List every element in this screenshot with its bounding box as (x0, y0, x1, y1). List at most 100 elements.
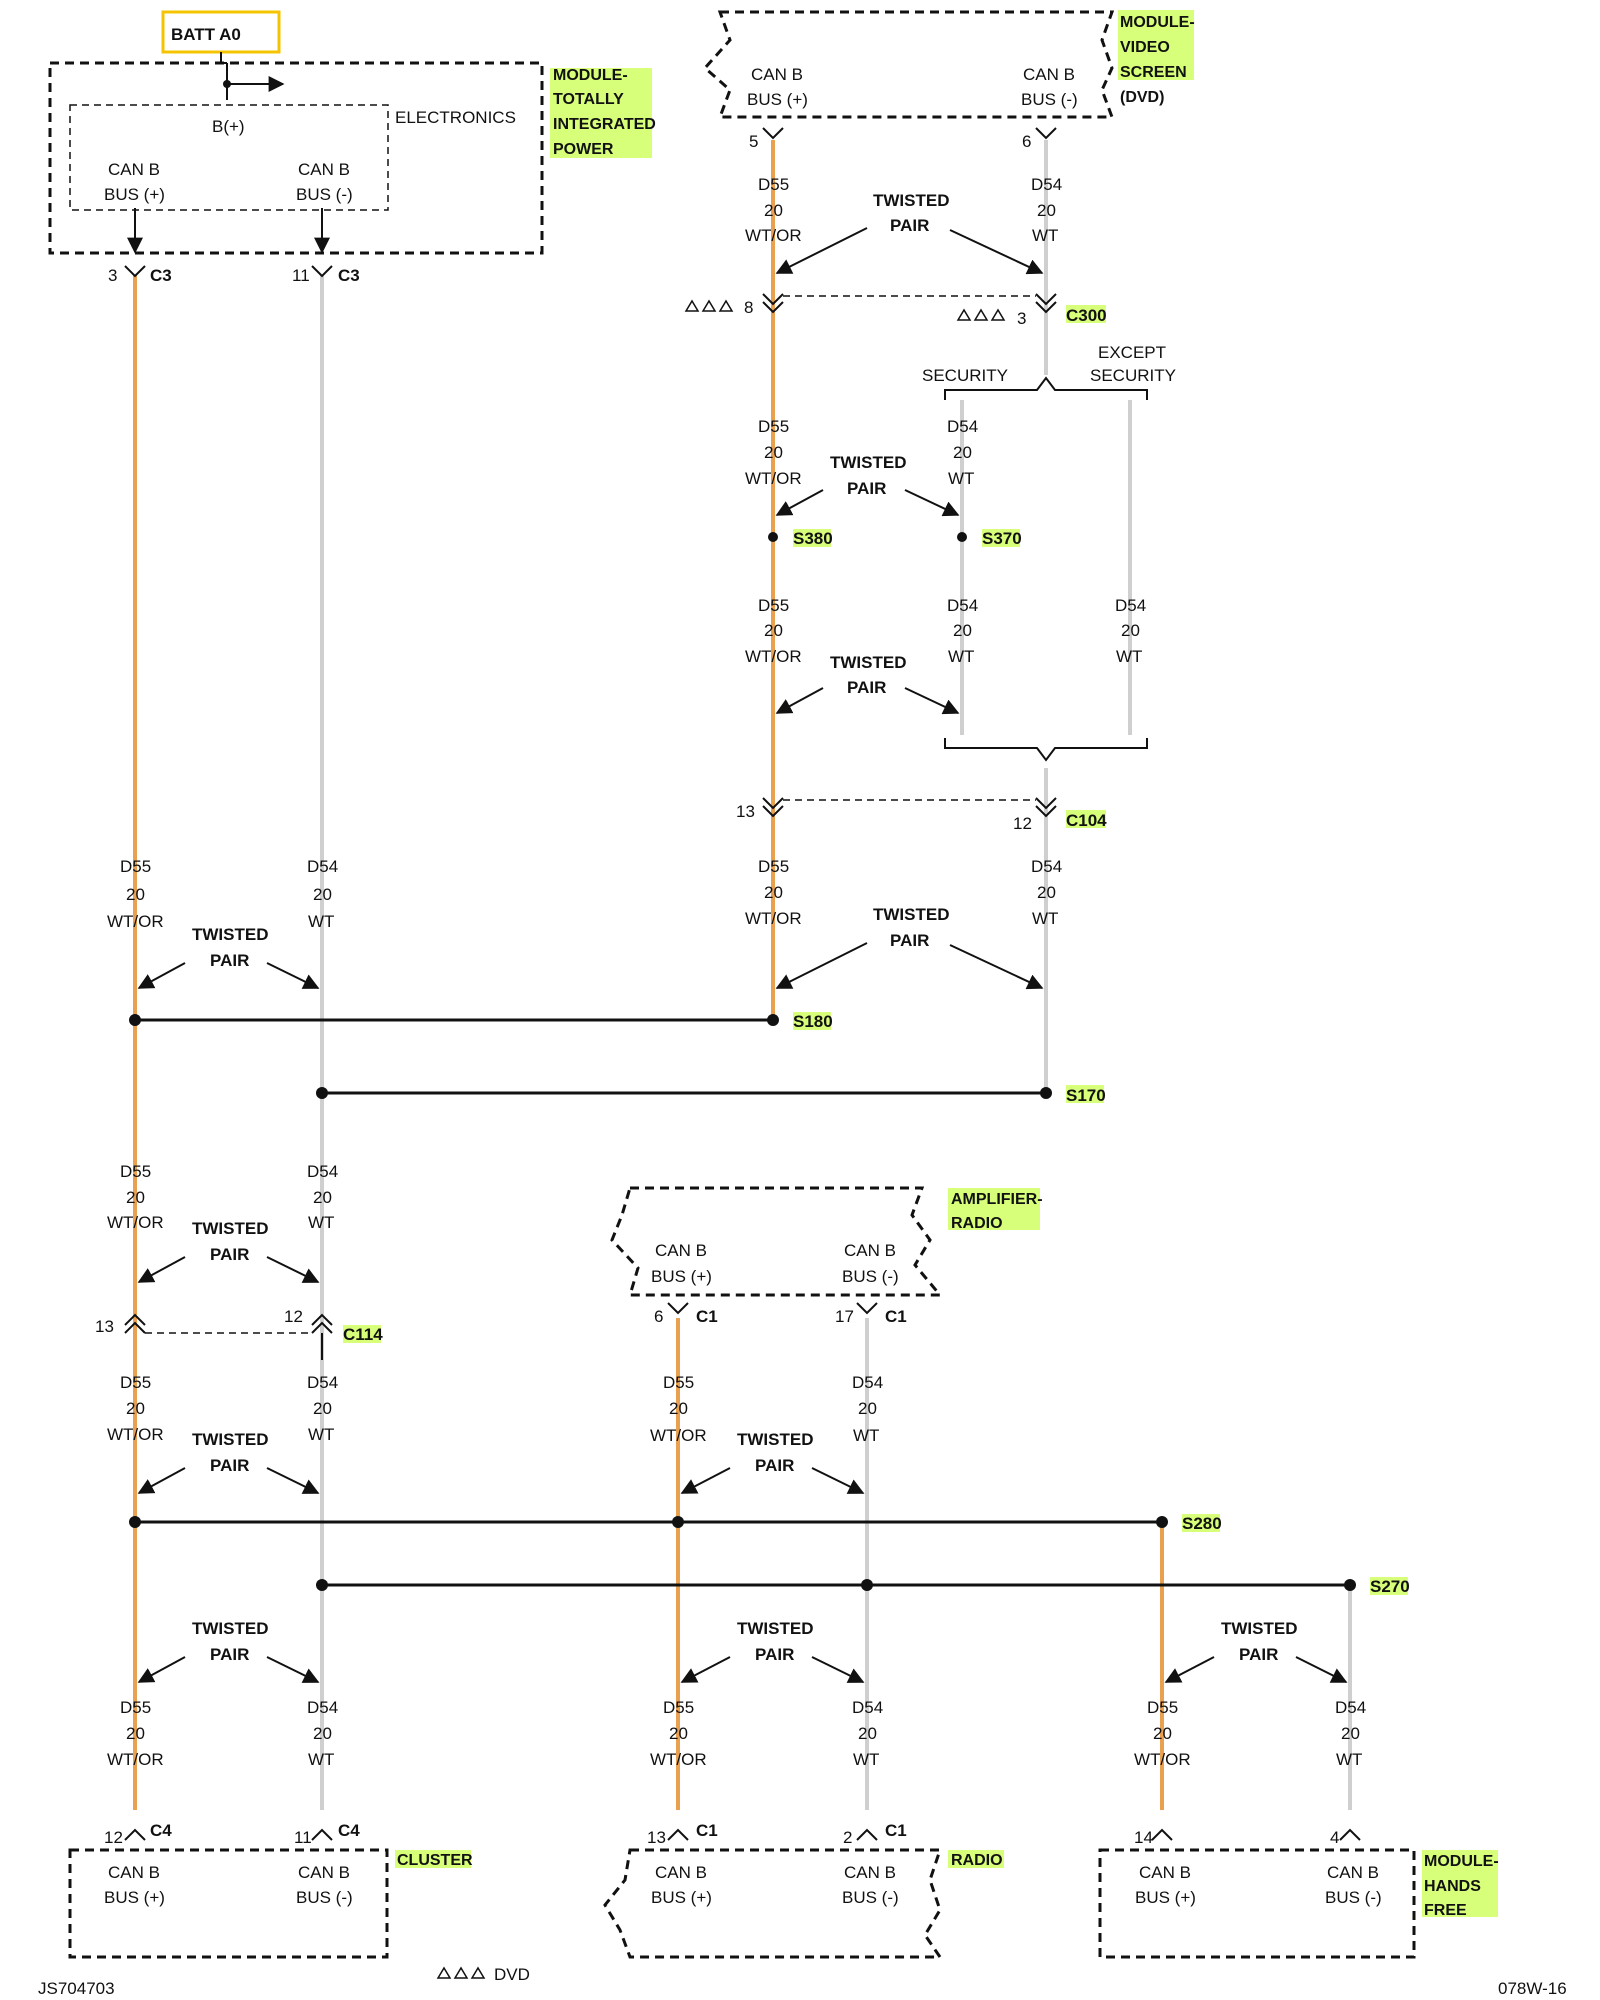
svg-text:20: 20 (764, 443, 783, 462)
tipm-c3-pos: C3 (150, 266, 172, 285)
cluster-c4-neg: C4 (338, 1821, 360, 1840)
svg-text:WT: WT (308, 912, 334, 931)
radio-c1-neg: C1 (885, 1821, 907, 1840)
wire-labels-left-1: D55 20 WT/OR D54 20 WT TWISTED PAIR (107, 857, 338, 989)
svg-text:D54: D54 (852, 1373, 883, 1392)
legend: DVD (436, 1965, 530, 1984)
svg-text:TWISTED: TWISTED (737, 1430, 814, 1449)
splices-s380-s370: S380 S370 (768, 529, 1022, 548)
amp-canb-neg: CAN B (844, 1241, 896, 1260)
tipm-pin-pos: 3 (108, 266, 117, 285)
tipm-bus-pos: BUS (+) (104, 185, 165, 204)
tipm-title-1: MODULE- (553, 67, 628, 84)
svg-text:PAIR: PAIR (210, 1645, 249, 1664)
radio-c1-pos: C1 (696, 1821, 718, 1840)
amp-title-1: AMPLIFIER- (951, 1191, 1043, 1208)
svg-text:WT/OR: WT/OR (107, 912, 164, 931)
svg-text:TWISTED: TWISTED (830, 653, 907, 672)
cluster-canb-pos: CAN B (108, 1863, 160, 1882)
legend-dvd: DVD (494, 1965, 530, 1984)
hf-canb-neg: CAN B (1327, 1863, 1379, 1882)
cluster-bus-pos: BUS (+) (104, 1888, 165, 1907)
svg-text:TWISTED: TWISTED (830, 453, 907, 472)
svg-text:D55: D55 (1147, 1698, 1178, 1717)
svg-text:WT: WT (1032, 226, 1058, 245)
footer-left: JS704703 (38, 1979, 115, 1998)
svg-text:PAIR: PAIR (847, 678, 886, 697)
hf-bus-neg: BUS (-) (1325, 1888, 1382, 1907)
cluster-pin-neg: 11 (294, 1828, 312, 1847)
video-title-2: VIDEO (1120, 39, 1170, 56)
svg-text:20: 20 (126, 885, 145, 904)
batt-label: BATT A0 (171, 25, 241, 44)
s180-label: S180 (793, 1012, 833, 1031)
c114-pin-pos: 13 (95, 1317, 114, 1336)
svg-text:WT: WT (308, 1425, 334, 1444)
tipm-canb-neg: CAN B (298, 160, 350, 179)
svg-text:20: 20 (126, 1724, 145, 1743)
wire-labels-left-2: D55 20 WT/OR D54 20 WT TWISTED PAIR (107, 1162, 338, 1283)
wire-labels-left-3: D55 20 WT/OR D54 20 WT TWISTED PAIR (107, 1373, 338, 1494)
cluster-title: CLUSTER (397, 1852, 473, 1869)
module-hands-free: 14 4 CAN B BUS (+) CAN B BUS (-) MODULE-… (1098, 1828, 1499, 1959)
svg-text:20: 20 (669, 1399, 688, 1418)
svg-text:TWISTED: TWISTED (737, 1619, 814, 1638)
tipm-c3-neg: C3 (338, 266, 360, 285)
wire-labels-amp: D55 20 WT/OR D54 20 WT TWISTED PAIR (650, 1373, 883, 1494)
svg-text:D54: D54 (947, 417, 978, 436)
amp-bus-neg: BUS (-) (842, 1267, 899, 1286)
radio-bus-pos: BUS (+) (651, 1888, 712, 1907)
tipm-title-2: TOTALLY (553, 91, 624, 108)
tipm-title-4: POWER (553, 141, 614, 158)
svg-text:20: 20 (764, 883, 783, 902)
svg-text:D55: D55 (758, 596, 789, 615)
hf-title-3: FREE (1424, 1902, 1467, 1919)
svg-text:TWISTED: TWISTED (192, 925, 269, 944)
tipm-electronics: ELECTRONICS (395, 108, 516, 127)
svg-text:WT/OR: WT/OR (650, 1750, 707, 1769)
svg-text:TWISTED: TWISTED (1221, 1619, 1298, 1638)
svg-text:D54: D54 (307, 857, 338, 876)
wires (133, 140, 1352, 1810)
radio-bus-neg: BUS (-) (842, 1888, 899, 1907)
video-canb-pos: CAN B (751, 65, 803, 84)
video-title-3: SCREEN (1120, 64, 1187, 81)
c114-label: C114 (343, 1325, 383, 1344)
svg-text:PAIR: PAIR (890, 931, 929, 950)
video-title-1: MODULE- (1120, 14, 1195, 31)
wire-labels-bottom: TWISTED PAIR D55 20 WT/OR D54 20 WT TWIS… (107, 1619, 1366, 1769)
svg-text:20: 20 (764, 621, 783, 640)
svg-text:WT: WT (308, 1750, 334, 1769)
svg-text:20: 20 (858, 1399, 877, 1418)
hf-title-1: MODULE- (1424, 1853, 1499, 1870)
svg-text:D55: D55 (758, 417, 789, 436)
video-bus-pos: BUS (+) (747, 90, 808, 109)
radio-pin-pos: 13 (647, 1828, 666, 1847)
radio-title: RADIO (951, 1852, 1003, 1869)
svg-text:20: 20 (1153, 1724, 1172, 1743)
svg-text:20: 20 (669, 1724, 688, 1743)
svg-text:WT/OR: WT/OR (745, 909, 802, 928)
wire-labels-video-lower: D55 20 WT/OR D54 20 WT TWISTED PAIR (745, 857, 1062, 990)
except-security-label: SECURITY (1090, 366, 1176, 385)
amp-pin-neg: 17 (835, 1307, 854, 1326)
svg-text:20: 20 (126, 1399, 145, 1418)
svg-text:D55: D55 (120, 1373, 151, 1392)
svg-text:WT/OR: WT/OR (745, 469, 802, 488)
tipm-bus-neg: BUS (-) (296, 185, 353, 204)
svg-text:20: 20 (953, 621, 972, 640)
svg-text:20: 20 (764, 201, 783, 220)
svg-text:PAIR: PAIR (755, 1645, 794, 1664)
amp-canb-pos: CAN B (655, 1241, 707, 1260)
svg-text:PAIR: PAIR (210, 951, 249, 970)
amp-c1-pos: C1 (696, 1307, 718, 1326)
radio-canb-pos: CAN B (655, 1863, 707, 1882)
video-bus-neg: BUS (-) (1021, 90, 1078, 109)
svg-text:WT: WT (308, 1213, 334, 1232)
security-merge-bracket (944, 738, 1148, 762)
security-label: SECURITY (922, 366, 1008, 385)
svg-text:WT: WT (853, 1750, 879, 1769)
svg-text:20: 20 (313, 1399, 332, 1418)
splices-s180-s170: S180 S170 (129, 1012, 1106, 1105)
wire-labels-security-1: D55 20 WT/OR D54 20 WT TWISTED PAIR (745, 417, 978, 517)
